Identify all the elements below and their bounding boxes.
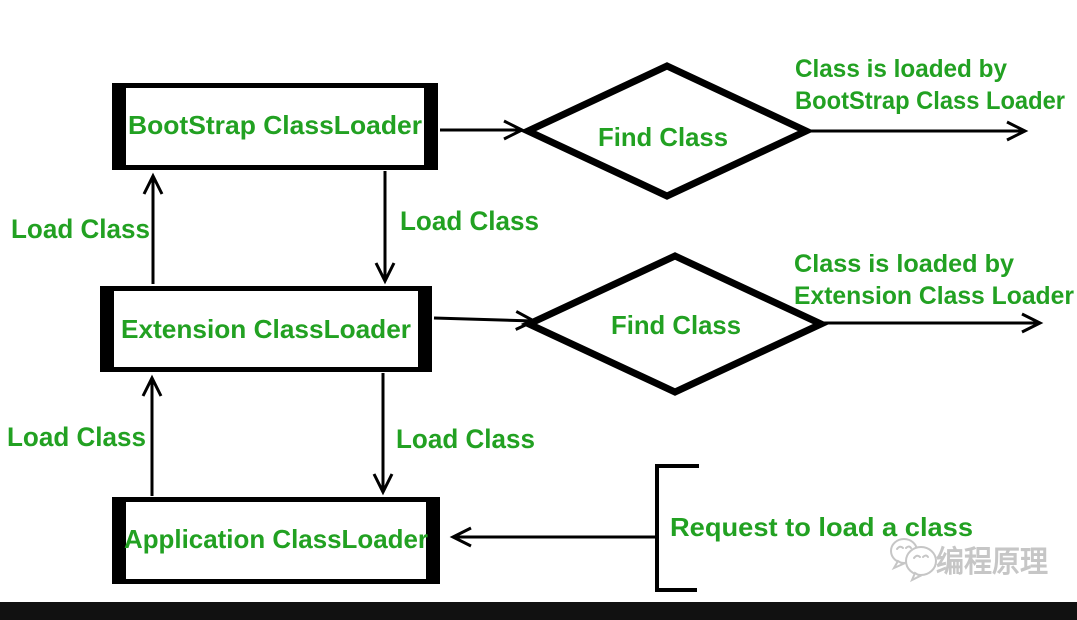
extension-box-label: Extension ClassLoader [121, 314, 411, 344]
find-class-middle-label: Find Class [611, 310, 741, 340]
bottom-letterbox-bar [0, 602, 1077, 620]
find-class-top-label: Find Class [598, 122, 728, 152]
edge-extension-to-findclass [433, 310, 538, 331]
caption-extension-line1: Class is loaded by [794, 250, 1014, 278]
watermark-text: 编程原理 [936, 545, 1048, 579]
application-box-label: Application ClassLoader [124, 524, 428, 554]
node-application-classloader: Application ClassLoader [112, 497, 440, 584]
caption-bootstrap-result: Class is loaded by BootStrap Class Loade… [795, 55, 1065, 115]
find-class-top-diamond [519, 62, 815, 200]
request-bracket [655, 464, 699, 592]
decision-find-class-middle: Find Class [520, 252, 830, 396]
load-class-label-down-top: Load Class [400, 206, 539, 236]
watermark: 编程原理 [890, 538, 1048, 583]
wechat-chat-bubbles-icon [890, 538, 937, 583]
bootstrap-box-label: BootStrap ClassLoader [128, 110, 422, 140]
caption-bootstrap-line2: BootStrap Class Loader [795, 87, 1065, 115]
decision-find-class-top: Find Class [519, 62, 815, 200]
application-box-body [126, 502, 426, 579]
load-class-label-down-bottom: Load Class [396, 424, 535, 454]
caption-extension-line2: Extension Class Loader [794, 282, 1074, 310]
caption-extension-result: Class is loaded by Extension Class Loade… [794, 250, 1074, 310]
node-bootstrap-classloader: BootStrap ClassLoader [112, 83, 438, 170]
load-class-label-up-top: Load Class [11, 214, 150, 244]
caption-bootstrap-line1: Class is loaded by [795, 55, 1007, 83]
find-class-middle-diamond [520, 252, 830, 396]
bootstrap-box-body [126, 88, 424, 165]
request-to-load-label: Request to load a class [670, 512, 973, 542]
load-class-label-up-bottom: Load Class [7, 422, 146, 452]
extension-box-body [114, 291, 418, 367]
node-extension-classloader: Extension ClassLoader [100, 286, 432, 372]
